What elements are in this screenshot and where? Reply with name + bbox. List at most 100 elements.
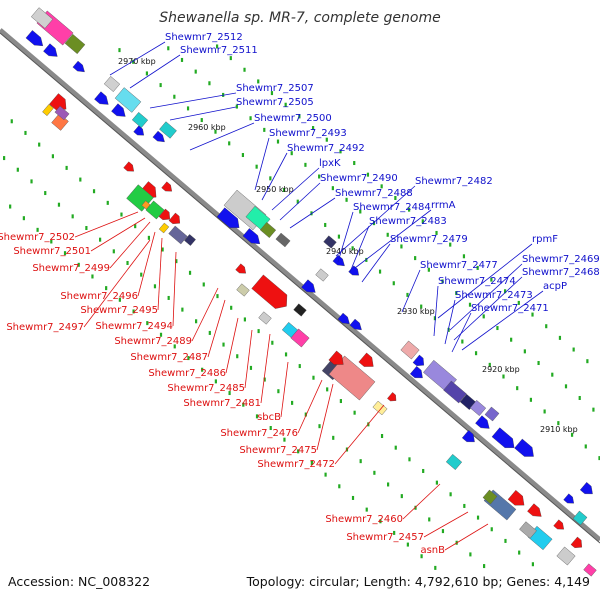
gene-feature[interactable] bbox=[387, 392, 398, 403]
gene-label[interactable]: Shewmr7_2475 bbox=[239, 445, 317, 456]
gene-feature[interactable] bbox=[42, 103, 54, 117]
gene-feature[interactable] bbox=[400, 340, 420, 360]
gene-label[interactable]: Shewmr7_2492 bbox=[287, 143, 365, 154]
gene-feature[interactable] bbox=[30, 7, 54, 29]
gene-feature[interactable] bbox=[158, 222, 170, 234]
gene-label[interactable]: Shewmr7_2457 bbox=[346, 532, 424, 543]
gene-feature[interactable] bbox=[556, 546, 576, 566]
gene-feature[interactable] bbox=[491, 427, 518, 453]
gene-feature[interactable] bbox=[141, 200, 151, 210]
gene-feature[interactable] bbox=[184, 234, 196, 246]
gene-label[interactable]: Shewmr7_2472 bbox=[257, 459, 335, 470]
gene-label[interactable]: Shewmr7_2507 bbox=[236, 83, 314, 94]
gene-feature[interactable] bbox=[553, 519, 567, 533]
gene-label[interactable]: Shewmr7_2500 bbox=[254, 113, 332, 124]
gene-feature[interactable] bbox=[475, 415, 492, 433]
gene-label[interactable]: Shewmr7_2497 bbox=[6, 322, 84, 333]
gene-label[interactable]: rrmA bbox=[431, 200, 456, 211]
gene-label[interactable]: Shewmr7_2471 bbox=[471, 303, 549, 314]
gene-label[interactable]: Shewmr7_2481 bbox=[183, 398, 261, 409]
gene-label[interactable]: Shewmr7_2512 bbox=[165, 32, 243, 43]
gene-feature[interactable] bbox=[579, 482, 596, 497]
gene-feature[interactable] bbox=[133, 125, 147, 139]
gene-feature[interactable] bbox=[328, 355, 376, 401]
gene-label[interactable]: Shewmr7_2496 bbox=[60, 291, 138, 302]
gene-feature[interactable] bbox=[161, 181, 175, 195]
gene-label[interactable]: Shewmr7_2501 bbox=[13, 246, 91, 257]
gene-feature[interactable] bbox=[315, 268, 329, 282]
gene-feature[interactable] bbox=[94, 91, 111, 109]
gene-label[interactable]: Shewmr7_2494 bbox=[95, 321, 173, 332]
gene-feature[interactable] bbox=[235, 263, 249, 277]
gene-label[interactable]: Shewmr7_2486 bbox=[148, 368, 226, 379]
gene-feature[interactable] bbox=[236, 283, 250, 297]
gene-feature[interactable] bbox=[349, 318, 364, 333]
gene-label[interactable]: Shewmr7_2488 bbox=[335, 188, 413, 199]
gene-feature[interactable] bbox=[43, 43, 60, 61]
gene-feature[interactable] bbox=[168, 212, 183, 227]
gene-feature[interactable] bbox=[443, 380, 467, 404]
gene-label[interactable]: Shewmr7_2499 bbox=[32, 263, 110, 274]
gene-label[interactable]: sbcB bbox=[257, 412, 281, 423]
gene-feature[interactable] bbox=[507, 490, 528, 510]
gene-label[interactable]: Shewmr7_2485 bbox=[167, 383, 245, 394]
gene-label[interactable]: Shewmr7_2489 bbox=[114, 336, 192, 347]
gene-label[interactable]: Shewmr7_2468 bbox=[522, 267, 600, 278]
gene-label[interactable]: Shewmr7_2484 bbox=[353, 202, 431, 213]
gene-feature[interactable] bbox=[111, 103, 128, 121]
gene-label[interactable]: Shewmr7_2487 bbox=[130, 352, 208, 363]
gene-label[interactable]: Shewmr7_2493 bbox=[269, 128, 347, 139]
gene-label[interactable]: Shewmr7_2476 bbox=[220, 428, 298, 439]
gene-label[interactable]: rpmF bbox=[532, 234, 558, 245]
gene-label[interactable]: lpxK bbox=[319, 158, 341, 169]
gene-label[interactable]: Shewmr7_2502 bbox=[0, 232, 75, 243]
gene-feature[interactable] bbox=[482, 489, 498, 505]
gene-feature[interactable] bbox=[461, 430, 478, 445]
gene-label[interactable]: Shewmr7_2482 bbox=[415, 176, 493, 187]
gene-feature[interactable] bbox=[242, 228, 263, 247]
gene-feature[interactable] bbox=[572, 510, 588, 526]
gene-label[interactable]: Shewmr7_2473 bbox=[455, 290, 533, 301]
gene-feature[interactable] bbox=[158, 208, 173, 223]
gene-feature[interactable] bbox=[484, 406, 500, 422]
gene-feature[interactable] bbox=[519, 521, 537, 539]
gene-feature[interactable] bbox=[25, 30, 46, 49]
gene-feature[interactable] bbox=[131, 112, 149, 128]
gene-feature[interactable] bbox=[216, 207, 243, 233]
gene-feature[interactable] bbox=[152, 130, 167, 145]
gene-feature[interactable] bbox=[469, 400, 487, 416]
gene-feature[interactable] bbox=[275, 232, 291, 248]
gene-label[interactable]: Shewmr7_2469 bbox=[522, 254, 600, 265]
gene-feature[interactable] bbox=[301, 279, 318, 297]
gene-feature[interactable] bbox=[258, 311, 272, 325]
gene-feature[interactable] bbox=[259, 222, 277, 238]
gene-feature[interactable] bbox=[372, 400, 388, 416]
gene-feature[interactable] bbox=[168, 225, 188, 245]
gene-feature[interactable] bbox=[332, 254, 347, 269]
gene-feature[interactable] bbox=[409, 366, 426, 381]
gene-label[interactable]: Shewmr7_2511 bbox=[180, 45, 258, 56]
gene-label[interactable]: Shewmr7_2505 bbox=[236, 97, 314, 108]
gene-feature[interactable] bbox=[337, 312, 352, 327]
gene-label[interactable]: Shewmr7_2490 bbox=[320, 173, 398, 184]
gene-feature[interactable] bbox=[251, 274, 293, 313]
gene-label[interactable]: acpP bbox=[543, 281, 567, 292]
gene-feature[interactable] bbox=[323, 235, 337, 249]
gene-label[interactable]: asnB bbox=[420, 545, 445, 556]
gene-feature[interactable] bbox=[583, 563, 597, 577]
gene-feature[interactable] bbox=[290, 328, 310, 348]
gene-feature[interactable] bbox=[64, 33, 86, 55]
gene-feature[interactable] bbox=[348, 265, 362, 279]
gene-feature[interactable] bbox=[114, 87, 142, 113]
gene-feature[interactable] bbox=[123, 161, 137, 175]
gene-feature[interactable] bbox=[54, 105, 70, 121]
gene-feature[interactable] bbox=[527, 503, 544, 521]
gene-label[interactable]: Shewmr7_2477 bbox=[420, 260, 498, 271]
gene-label[interactable]: Shewmr7_2479 bbox=[390, 234, 468, 245]
gene-label[interactable]: Shewmr7_2474 bbox=[438, 276, 516, 287]
gene-feature[interactable] bbox=[412, 354, 427, 369]
gene-label[interactable]: Shewmr7_2483 bbox=[369, 216, 447, 227]
gene-label[interactable]: Shewmr7_2495 bbox=[80, 305, 158, 316]
gene-feature[interactable] bbox=[328, 350, 347, 369]
gene-feature[interactable] bbox=[445, 454, 463, 470]
